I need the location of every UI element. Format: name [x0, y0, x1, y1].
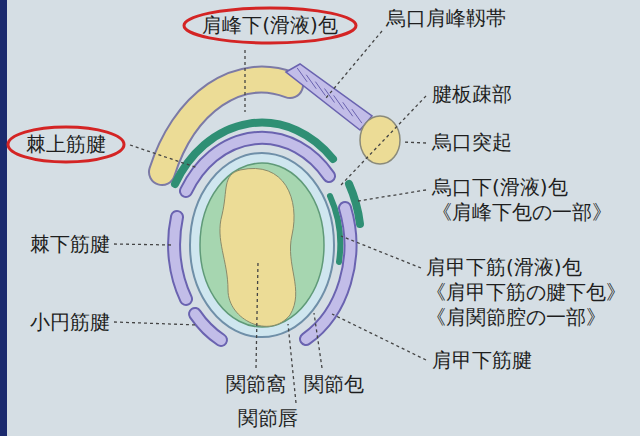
part-label: 烏口下(滑液)包 《肩峰下包の一部》 — [432, 175, 612, 225]
part-label: 棘下筋腱 — [30, 232, 110, 257]
glenoid — [220, 168, 296, 326]
circled-label: 棘上筋腱 — [6, 125, 126, 164]
hatch-stroke — [343, 102, 353, 116]
part-label: 肩甲下筋(滑液)包 《肩甲下筋の腱下包》 《肩関節腔の一部》 — [426, 255, 626, 330]
hatch-stroke — [352, 109, 362, 123]
node-text: 肩峰下(滑液)包 — [202, 13, 338, 38]
leader-lines — [114, 31, 426, 403]
part-label: 小円筋腱 — [30, 310, 110, 335]
part-label: 関節窩 — [226, 372, 286, 397]
capsule — [190, 153, 334, 337]
part-label: 腱板疎部 — [432, 82, 512, 107]
node-text: 棘上筋腱 — [26, 132, 106, 157]
circled-label: 肩峰下(滑液)包 — [182, 6, 358, 45]
labrum — [200, 163, 324, 327]
coracoid — [360, 116, 400, 164]
hatch-stroke — [315, 82, 325, 96]
hatch-stroke — [306, 75, 316, 89]
part-label: 関節唇 — [238, 406, 298, 431]
hatch-stroke — [334, 95, 344, 109]
edge-strip — [0, 0, 7, 436]
ligament — [286, 64, 372, 130]
cuff — [174, 138, 350, 340]
ligament-hatch — [297, 68, 362, 123]
hatch-stroke — [325, 89, 335, 103]
part-label: 肩甲下筋腱 — [432, 348, 532, 373]
red-ellipse-outline — [184, 8, 356, 43]
part-label: 関節包 — [304, 372, 364, 397]
part-label: 烏口肩峰靱帯 — [386, 6, 506, 31]
hatch-stroke — [297, 68, 307, 82]
red-ellipse-outline — [8, 127, 124, 162]
part-label: 烏口突起 — [432, 130, 512, 155]
